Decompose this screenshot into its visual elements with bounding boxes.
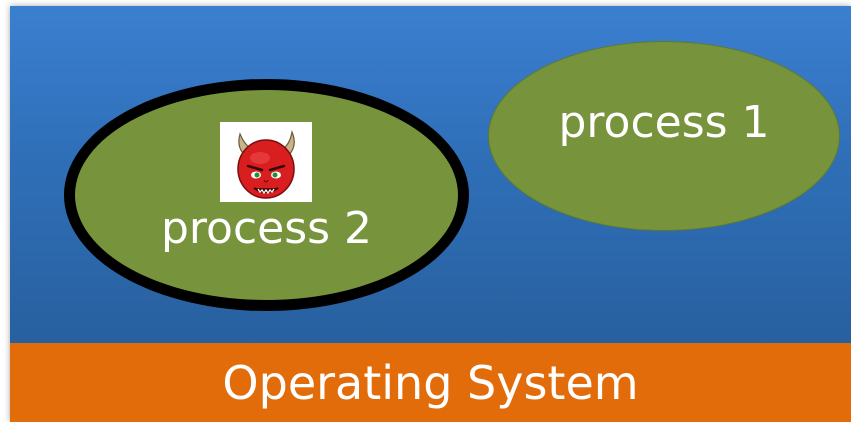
devil-icon-graphic bbox=[237, 129, 295, 199]
devil-icon bbox=[220, 122, 312, 202]
process-1-label: process 1 bbox=[558, 97, 770, 148]
operating-system-label: Operating System bbox=[222, 355, 639, 410]
diagram-slide: process 1 process 2 Operatin bbox=[10, 6, 851, 422]
process-1-ellipse: process 1 bbox=[488, 41, 840, 231]
process-2-label: process 2 bbox=[160, 203, 373, 254]
operating-system-bar: Operating System bbox=[10, 343, 851, 422]
